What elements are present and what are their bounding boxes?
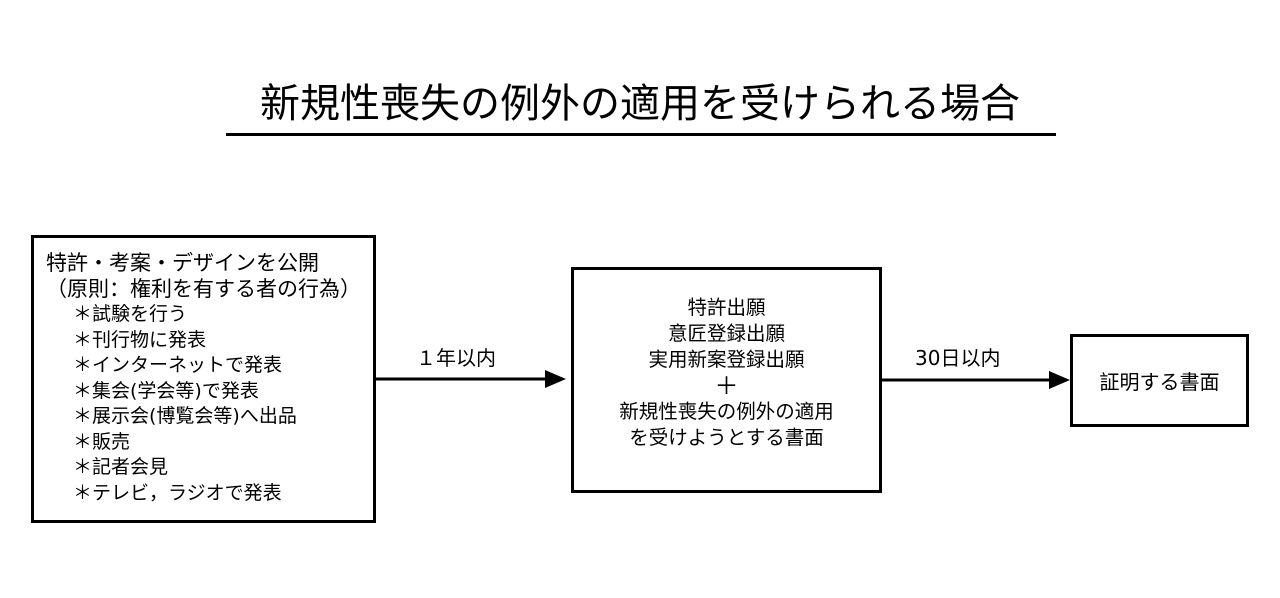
list-item: ＊テレビ，ラジオで発表 [73, 481, 282, 504]
application-line: 実用新案登録出願 [648, 348, 805, 371]
list-item: ＊インターネットで発表 [73, 354, 283, 376]
arrow-2 [882, 371, 1070, 389]
disclosure-heading: 特許・考案・デザインを公開 [46, 251, 319, 275]
arrow-1-label: １年以内 [416, 346, 496, 370]
list-item: ＊記者会見 [73, 456, 169, 478]
disclosure-list: ＊試験を行う ＊刊行物に発表 ＊インターネットで発表 ＊集会(学会等)で発表 ＊… [46, 302, 373, 506]
application-line: を受けようとする書面 [629, 426, 824, 449]
disclosure-subheading: （原則：権利を有する者の行為） [46, 277, 361, 301]
application-line: 新規性喪失の例外の適用 [619, 400, 834, 423]
list-item: ＊展示会(博覧会等)へ出品 [73, 405, 297, 427]
certificate-label: 証明する書面 [1099, 370, 1220, 394]
certificate-box: 証明する書面 [1070, 334, 1249, 427]
application-box: 特許出願 意匠登録出願 実用新案登録出願 ＋ 新規性喪失の例外の適用 を受けよう… [571, 267, 882, 493]
list-item: ＊刊行物に発表 [73, 328, 207, 351]
disclosure-box: 特許・考案・デザインを公開 （原則：権利を有する者の行為） ＊試験を行う ＊刊行… [31, 235, 376, 523]
arrow-1 [376, 370, 566, 388]
application-line: 意匠登録出願 [667, 322, 785, 345]
plus-sign: ＋ [714, 372, 739, 400]
list-item: ＊販売 [73, 430, 131, 453]
list-item: ＊集会(学会等)で発表 [73, 379, 259, 402]
application-line: 特許出願 [687, 296, 766, 319]
title-underline [226, 133, 1056, 136]
arrow-2-label: 30日以内 [915, 346, 1001, 370]
list-item: ＊試験を行う [73, 303, 188, 325]
diagram-title: 新規性喪失の例外の適用を受けられる場合 [260, 81, 1020, 127]
